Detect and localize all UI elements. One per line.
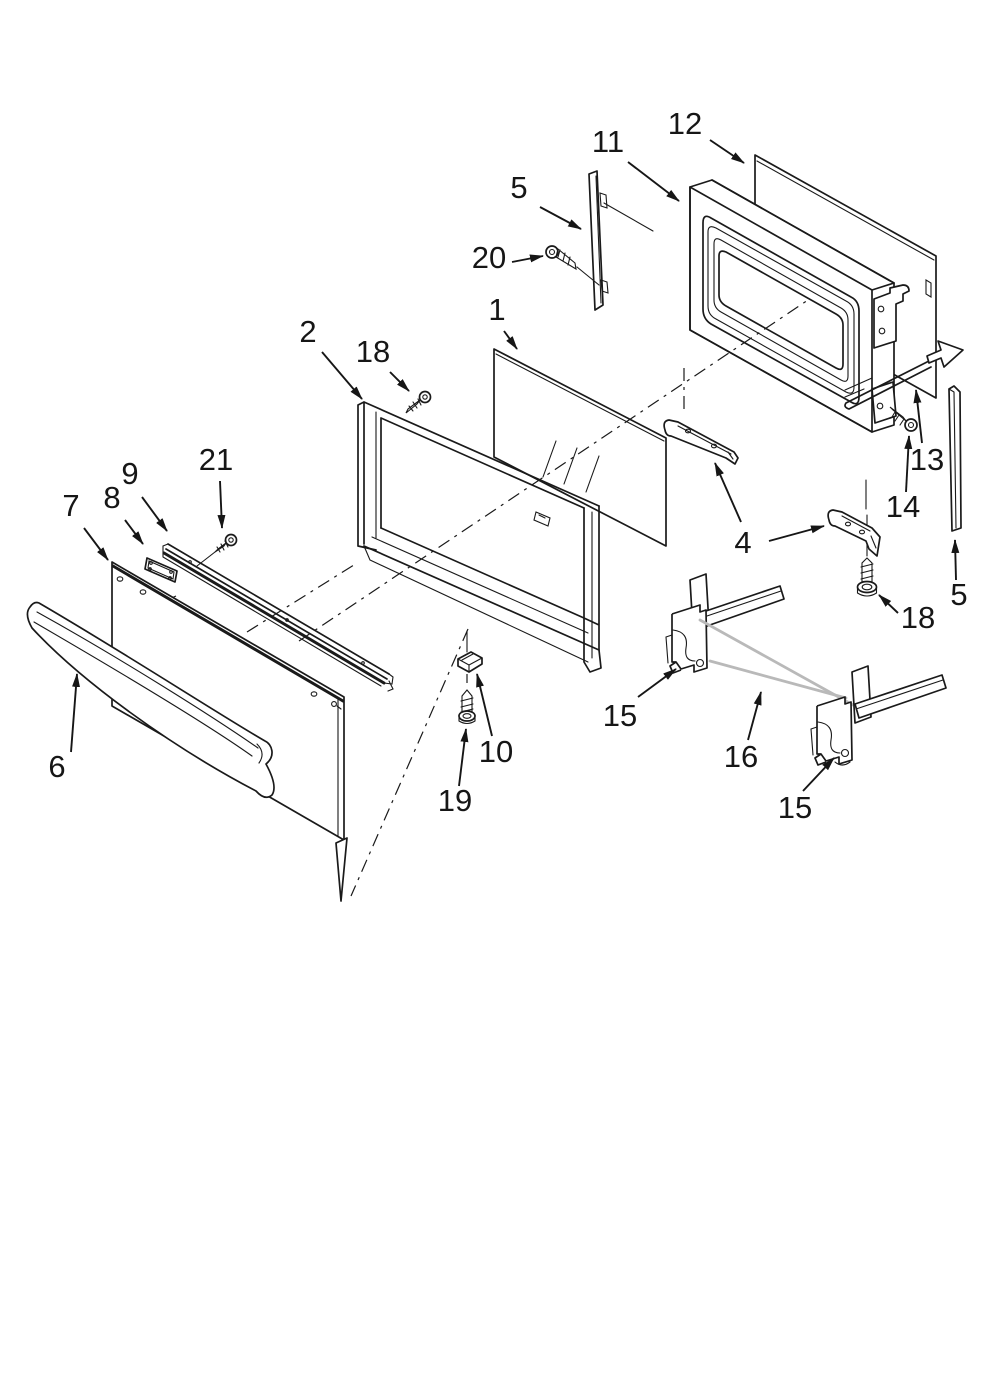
part-label-2: 2 xyxy=(299,314,316,349)
part-20-screw xyxy=(545,245,600,286)
leader-arrow-19 xyxy=(458,728,469,787)
part-4-bracket-right xyxy=(827,509,881,557)
leader-arrow-4-1 xyxy=(768,525,825,542)
part-label-6: 6 xyxy=(48,749,65,784)
part-label-10: 10 xyxy=(479,734,513,769)
part-13-release-rod xyxy=(844,340,964,410)
part-9-trim-strip xyxy=(162,543,394,692)
part-4-bracket-left xyxy=(663,419,739,465)
part-label-16: 16 xyxy=(724,739,758,774)
leader-arrow-13 xyxy=(913,389,923,444)
part-label-15b: 15 xyxy=(778,790,812,825)
leader-arrow-12 xyxy=(709,139,745,164)
part-18-screw-left xyxy=(405,390,432,414)
leader-arrow-21 xyxy=(217,480,226,529)
part-5-seal-strip-right xyxy=(948,385,962,532)
part-21-screw xyxy=(214,533,238,553)
part-label-12: 12 xyxy=(668,106,702,141)
part-label-5b: 5 xyxy=(950,577,967,612)
leader-arrow-8 xyxy=(124,519,144,545)
leader-arrow-10 xyxy=(476,673,493,737)
leader-arrow-16 xyxy=(747,691,762,741)
part-label-11: 11 xyxy=(592,124,624,159)
leader-arrow-15a xyxy=(637,668,677,698)
leader-arrow-7 xyxy=(83,527,109,561)
part-label-13: 13 xyxy=(910,442,944,477)
direction-arrow-icon xyxy=(926,340,964,368)
leader-arrow-1 xyxy=(503,330,518,350)
leader-arrow-2 xyxy=(321,351,363,400)
leader-arrow-5a xyxy=(539,206,582,230)
part-16-springs xyxy=(698,618,855,707)
leader-arrow-5b xyxy=(951,539,960,581)
part-label-15a: 15 xyxy=(603,698,637,733)
part-label-8: 8 xyxy=(103,480,120,515)
leader-arrow-14 xyxy=(904,435,913,493)
part-label-1: 1 xyxy=(488,292,505,327)
part-15-hinge-right xyxy=(810,665,947,766)
part-14-screw xyxy=(889,406,918,432)
part-5-seal-strip-left xyxy=(588,170,654,311)
part-8-plate xyxy=(144,557,178,583)
part-10-clip xyxy=(457,651,483,673)
part-label-14: 14 xyxy=(886,489,920,524)
part-label-9: 9 xyxy=(121,456,138,491)
leader-arrow-15b xyxy=(802,757,835,792)
part-18-screw-right xyxy=(856,557,878,597)
part-6-handle xyxy=(26,601,275,799)
part-2-retainer-frame xyxy=(357,401,602,673)
part-label-5a: 5 xyxy=(510,170,527,205)
panel-corner-fold xyxy=(335,837,348,902)
leader-arrow-6 xyxy=(70,673,80,753)
leader-arrow-18a xyxy=(389,371,410,392)
leader-arrow-11 xyxy=(627,161,680,202)
part-1-inner-glass xyxy=(493,348,667,547)
part-label-7: 7 xyxy=(62,488,79,523)
part-19-screw xyxy=(458,689,476,725)
leader-arrow-20 xyxy=(511,254,544,263)
part-label-18a: 18 xyxy=(356,334,390,369)
part-label-20: 20 xyxy=(472,240,506,275)
leader-arrow-4 xyxy=(714,462,742,523)
part-label-21: 21 xyxy=(199,442,233,477)
part-label-4: 4 xyxy=(734,525,751,560)
leader-arrow-18b xyxy=(878,594,899,614)
part-11-door-frame xyxy=(689,179,910,433)
part-label-18b: 18 xyxy=(901,600,935,635)
part-15-hinge-left xyxy=(665,573,785,674)
leader-arrow-9 xyxy=(141,496,168,532)
part-label-19: 19 xyxy=(438,783,472,818)
